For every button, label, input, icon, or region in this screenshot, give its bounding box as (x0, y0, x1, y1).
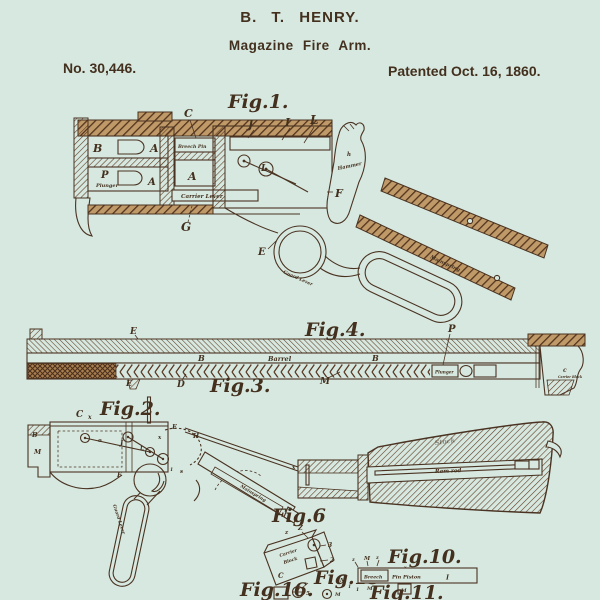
fig11-title: Fig.11. (369, 582, 444, 600)
fig2-label-1: 1 (170, 467, 173, 473)
fig1-label-C: C (184, 107, 193, 120)
fig6-label-Z: Z (297, 524, 303, 532)
fig10-title: Fig.10. (387, 546, 462, 568)
fig1-label-breech-pin: Breech Pin (177, 144, 207, 150)
fig1-label-P: P (100, 170, 109, 181)
fig2-label-F: F (116, 471, 122, 479)
fig1-label-E: E (257, 247, 266, 258)
fig4-label-D: D (176, 380, 185, 390)
fig1-hammer: h Hammer (327, 123, 365, 224)
fig6-label-2: 2 (329, 557, 334, 564)
fig1-label-I: I (284, 116, 291, 129)
stock-butt: Ram rod Stock (367, 422, 561, 513)
fig6-label-z: z (284, 530, 289, 536)
fig4-label-C: c (563, 367, 567, 374)
fig2-label-o: o (98, 438, 102, 444)
fig1-label-J: J (246, 118, 254, 131)
fig6-label-3: 3 (328, 542, 332, 549)
fig2-label-C: C (76, 410, 84, 420)
fig4-barrel: B Barrel B (27, 329, 540, 363)
inventor-name: B. T. HENRY. (0, 9, 600, 26)
fig4-label-E-bottom: E (125, 378, 133, 388)
stock-forend-strip: x (291, 455, 368, 500)
fig4-label-B1: B (197, 353, 205, 363)
fig1-label-G: G (181, 220, 191, 234)
fig1-label-L-mid: L (260, 164, 267, 174)
fig10-label-breech: Breech (363, 575, 382, 581)
fig10-label-1a: 1 (356, 587, 359, 593)
stock-label-x: x (291, 465, 296, 471)
fig1-label-guard-lever: Guard Lever (282, 269, 314, 288)
fig4-label-M: M (319, 377, 331, 387)
fig4-title: Fig.4. (304, 319, 365, 341)
fig4-label-B2: B (371, 353, 379, 363)
fig10-label-pin-piston: Pin Piston (391, 575, 421, 581)
fig1-title: Fig.1. (227, 91, 288, 113)
fig1-label-B: B (92, 142, 102, 155)
fig4-magazine-tube: Plunger (27, 363, 540, 389)
fig2-label-L: L (139, 446, 144, 452)
fig1-stock-bars: Mainspring (356, 178, 548, 300)
fig2-label-s: s (180, 469, 183, 475)
fig4-label-carrier-small: Carrier Block (558, 375, 583, 379)
fig2-label-M: M (33, 448, 42, 456)
stock-label-ramrod: Ram rod (434, 468, 462, 475)
fig10-label-z2: z (375, 555, 379, 561)
fig1-label-A2: A (147, 177, 156, 188)
patent-title: Magazine Fire Arm. (0, 38, 600, 53)
fig4-label-plunger: Plunger (434, 370, 454, 375)
fig2-label-x: x (157, 435, 162, 441)
fig4-label-P: P (447, 324, 456, 335)
fig2-lever-loop: Guard Lever (107, 464, 166, 589)
fig1-label-A3: A (187, 170, 197, 183)
fig1-label-h: h (347, 152, 351, 158)
detail-figures-drawing: Fig.6 Z z 3 2 C Carrier Block Fig.16. 5 (228, 503, 600, 600)
fig15-label-M2: M (334, 592, 341, 598)
fig16-label-5: 5 (306, 591, 310, 597)
figure-16-detail: Fig.16. 5 (239, 579, 314, 600)
figure-1-drawing: Fig.1. B A P Plunger A Breech Pin A (0, 88, 600, 328)
fig15-label-1: 1 (348, 584, 351, 590)
fig2-label-E: E (171, 423, 178, 431)
fig15-label-M1: M (339, 578, 347, 584)
fig1-label-F: F (334, 187, 344, 200)
fig2-label-B: B (31, 431, 38, 439)
fig1-label-plunger: Plunger (95, 183, 119, 189)
fig2-lockwork: o J L x E H F s 1 (81, 423, 263, 501)
fig4-label-barrel: Barrel (267, 355, 292, 363)
fig1-label-A1: A (149, 142, 159, 155)
fig10-label-z1: z (351, 557, 355, 563)
fig1-receiver-frame: L (213, 126, 332, 233)
fig1-label-L-top: L (309, 113, 318, 127)
patent-date: Patented Oct. 16, 1860. (388, 63, 541, 79)
fig1-lever-and-guard: Guard Lever (274, 226, 469, 329)
patent-number: No. 30,446. (63, 60, 136, 76)
fig2-label-x-top: x (87, 414, 92, 421)
fig2-title: Fig.2. (99, 398, 160, 420)
